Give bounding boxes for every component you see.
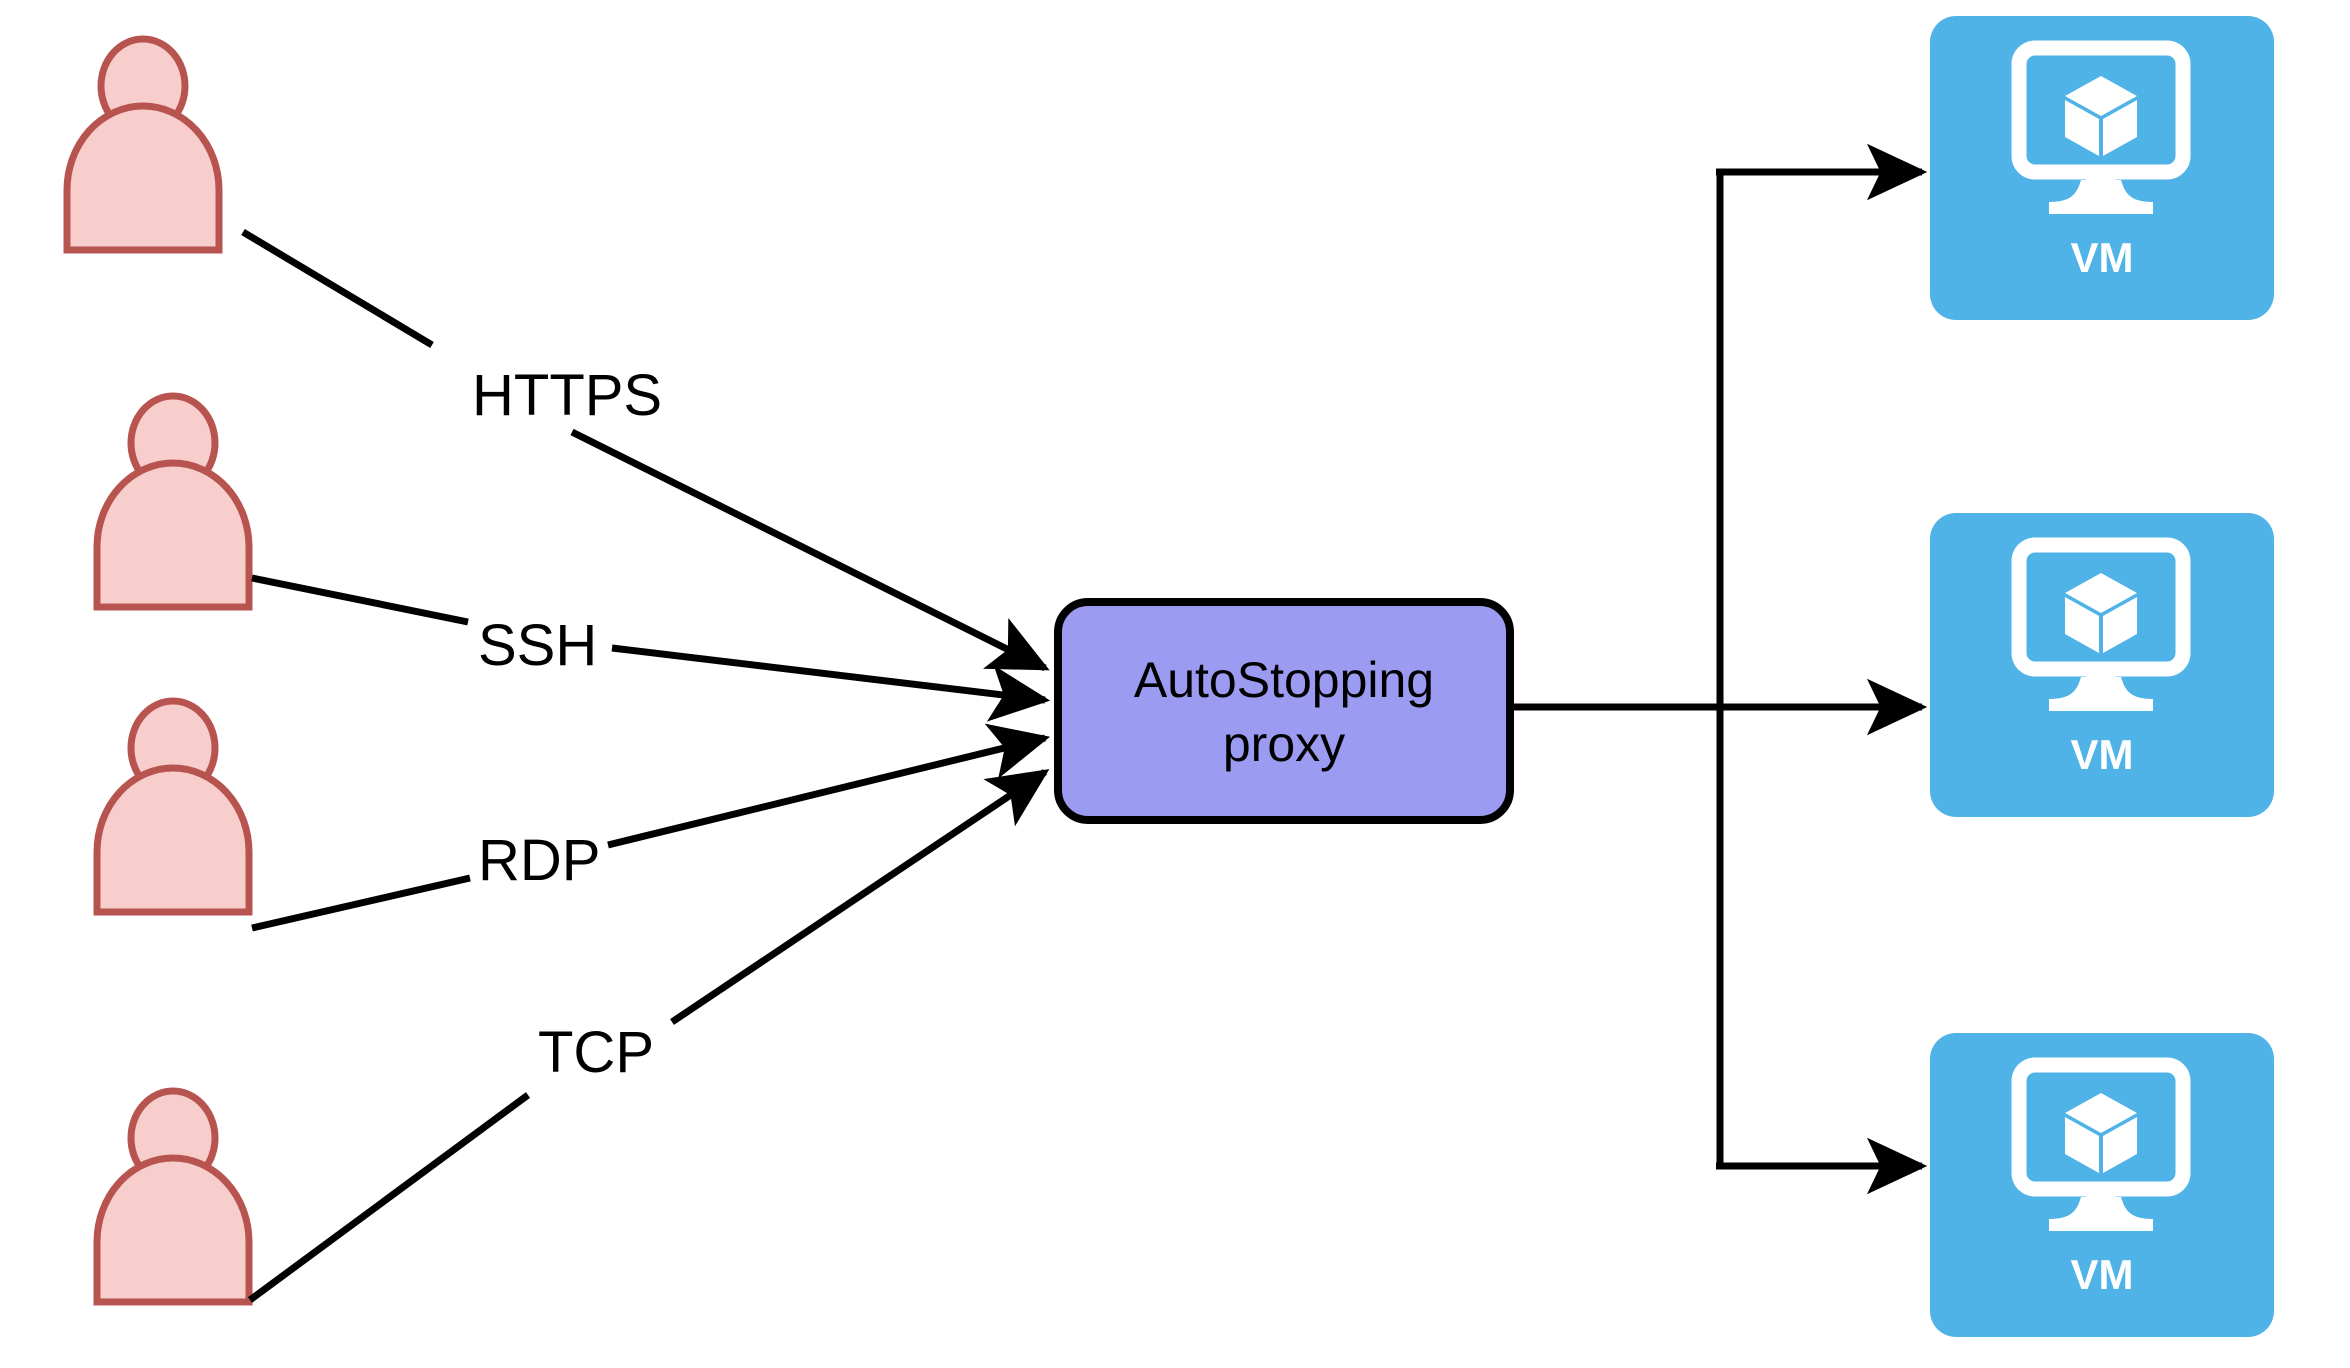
actor-3[interactable] — [97, 701, 249, 912]
vm-label: VM — [2071, 234, 2134, 281]
connector-https — [241, 228, 1050, 672]
vm-label: VM — [2071, 731, 2134, 778]
vm-label: VM — [2071, 1251, 2134, 1298]
connector-tcp — [247, 769, 1050, 1303]
connector-rdp — [251, 723, 1051, 932]
actor-4[interactable] — [97, 1091, 249, 1302]
person-actor-icon — [97, 701, 249, 912]
vm-node-3[interactable]: VM — [1930, 1033, 2274, 1337]
connector-proxy-to-vms — [1510, 143, 1928, 1195]
person-actor-icon — [97, 396, 249, 607]
person-actor-icon — [67, 39, 219, 250]
person-actor-icon — [97, 1091, 249, 1302]
vm-node-2[interactable]: VM — [1930, 513, 2274, 817]
edge-label-rdp: RDP — [478, 828, 600, 893]
autostopping-proxy-node[interactable]: AutoStopping proxy — [1054, 598, 1514, 824]
edge-label-tcp: TCP — [538, 1020, 654, 1085]
actor-2[interactable] — [97, 396, 249, 607]
proxy-label-line1: AutoStopping — [1134, 652, 1434, 708]
vm-node-1[interactable]: VM — [1930, 16, 2274, 320]
proxy-box — [1054, 598, 1514, 824]
actor-1[interactable] — [67, 39, 219, 250]
proxy-label-line2: proxy — [1223, 716, 1345, 772]
connector-ssh — [251, 574, 1051, 722]
edge-label-https: HTTPS — [472, 363, 662, 428]
edge-label-ssh: SSH — [478, 613, 597, 678]
